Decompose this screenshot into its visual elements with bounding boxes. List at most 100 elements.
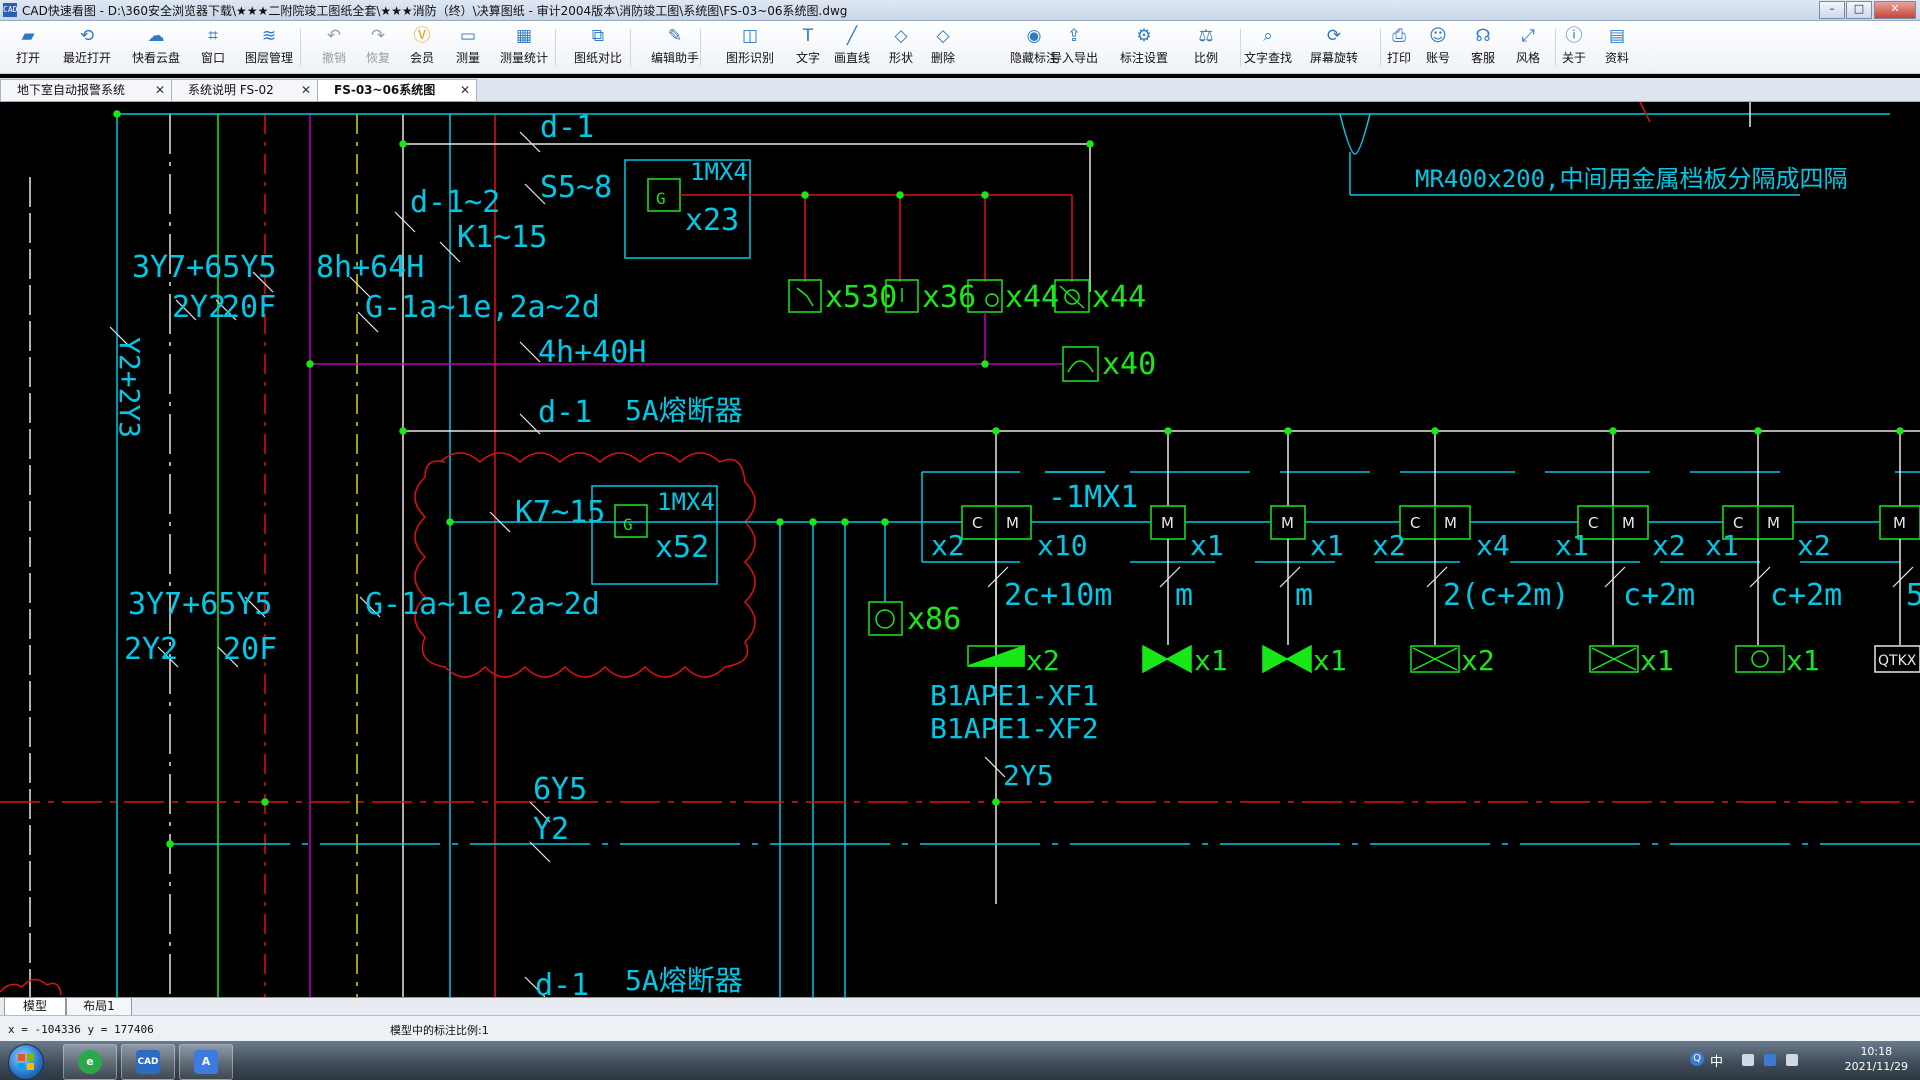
toolbar-redo-button[interactable]: ↷恢复: [358, 25, 398, 71]
c-letter: C: [1588, 514, 1598, 532]
toolbar-annot-settings-button[interactable]: ⚙标注设置: [1112, 25, 1176, 71]
device-symbol: [1751, 650, 1769, 668]
wire-label: c+2m: [1770, 578, 1842, 613]
toolbar-line-button[interactable]: ╱画直线: [827, 25, 877, 71]
m-letter: M: [1893, 514, 1906, 532]
volume-icon[interactable]: [1786, 1054, 1798, 1066]
count-label: x1: [1310, 529, 1344, 562]
tab-underground-alarm[interactable]: 地下室自动报警系统 ✕: [0, 79, 172, 101]
ime-language[interactable]: 中: [1710, 1055, 1724, 1070]
toolbar-recent-button[interactable]: ⟲最近打开: [55, 25, 119, 71]
smoke-detector: [868, 601, 903, 636]
toolbar-label: 窗口: [200, 51, 225, 65]
toolbar-import-export-button[interactable]: ⇪导入导出: [1042, 25, 1106, 71]
tab-system-diagram[interactable]: FS-03~06系统图 ✕: [317, 79, 477, 101]
toolbar-window-button[interactable]: ⌗ 窗口: [193, 25, 233, 71]
toolbar-account-button[interactable]: ☺账号: [1418, 25, 1458, 71]
toolbar-layers-button[interactable]: ≋图层管理: [237, 25, 301, 71]
toolbar-rotate-button[interactable]: ⟳屏幕旋转: [1302, 25, 1366, 71]
tab-close-icon[interactable]: ✕: [459, 83, 470, 97]
valve-device: [1589, 645, 1639, 673]
wire-label: m: [1295, 578, 1313, 613]
toolbar-measure-stats-button[interactable]: ▦测量统计: [492, 25, 556, 71]
junction-dots: [113, 110, 1904, 848]
tab-model[interactable]: 模型: [4, 998, 66, 1016]
toolbar-separator: [1555, 29, 1556, 67]
clock-date: 2021/11/29: [1844, 1060, 1908, 1073]
device-symbol: [985, 293, 999, 307]
tray-clock[interactable]: 10:18 2021/11/29: [1845, 1044, 1908, 1074]
toolbar-hide-annot-button[interactable]: ◉隐藏标注: [1002, 25, 1066, 71]
cable-label: 3Y7+65Y5: [128, 587, 273, 622]
start-button[interactable]: [8, 1044, 44, 1080]
materials-icon: ▤: [1608, 26, 1626, 46]
browser-icon: e: [78, 1050, 102, 1074]
toolbar-undo-button[interactable]: ↶撤销: [314, 25, 354, 71]
cable-label: Y2+2Y3: [113, 337, 146, 438]
tab-close-icon[interactable]: ✕: [300, 83, 311, 97]
count-label: x1: [1313, 644, 1347, 677]
cad-canvas[interactable]: d-1 S5~8 d-1~2 K1~15 1MX4 x23 3Y7+65Y5 2…: [0, 102, 1920, 997]
toolbar-erase-button[interactable]: ◇删除: [923, 25, 963, 71]
window-icon: ⌗: [208, 26, 218, 46]
monitor-module: [1150, 505, 1186, 540]
taskbar-app-a[interactable]: A: [179, 1044, 233, 1080]
tab-layout1[interactable]: 布局1: [66, 998, 132, 1016]
toolbar-separator: [700, 29, 701, 67]
toolbar-measure-button[interactable]: ▭测量: [448, 25, 488, 71]
tab-label: FS-03~06系统图: [334, 83, 436, 97]
count-label: x1: [1190, 529, 1224, 562]
security-icon[interactable]: [1764, 1054, 1776, 1066]
c-letter: C: [1733, 514, 1743, 532]
valve-device: [1735, 645, 1785, 673]
toolbar-shape-recog-button[interactable]: ◫图形识别: [718, 25, 782, 71]
device-symbol: [1591, 647, 1637, 671]
count-label: x86: [907, 602, 961, 637]
edit-assistant-icon: ✎: [667, 26, 683, 46]
toolbar-style-button[interactable]: ⤢风格: [1508, 25, 1548, 71]
toolbar-service-button[interactable]: ☊客服: [1463, 25, 1503, 71]
cable-label: 8h+64H: [316, 250, 424, 285]
device-symbol: [1067, 360, 1094, 373]
toolbar-shape-button[interactable]: ◇形状: [881, 25, 921, 71]
fuse-label: 5A熔断器: [625, 394, 743, 427]
c-letter: C: [972, 514, 982, 532]
text-search-icon: ⌕: [1263, 26, 1273, 46]
count-label: x52: [655, 530, 709, 565]
taskbar-cad-viewer[interactable]: CAD: [121, 1044, 175, 1080]
tab-system-notes[interactable]: 系统说明 FS-02 ✕: [171, 79, 318, 101]
annotation-settings-icon: ⚙: [1136, 26, 1152, 46]
maximize-button[interactable]: □: [1846, 1, 1872, 19]
cable-label: 3Y7+65Y5: [132, 250, 277, 285]
toolbar-edit-assist-button[interactable]: ✎编辑助手: [643, 25, 707, 71]
close-button[interactable]: ✕: [1874, 1, 1916, 19]
system-tray: Q 中 10:18 2021/11/29: [1680, 1041, 1920, 1080]
count-label: x530: [825, 280, 897, 315]
toolbar-open-button[interactable]: ▰打开: [8, 25, 48, 71]
qtkx-device: [1874, 645, 1920, 673]
toolbar-scale-button[interactable]: ⚖比例: [1186, 25, 1226, 71]
module-box: [591, 485, 718, 585]
m-letter: M: [1622, 514, 1635, 532]
toolbar-text-search-button[interactable]: ⌕ 文字查找: [1236, 25, 1300, 71]
tab-close-icon[interactable]: ✕: [154, 83, 165, 97]
toolbar-separator: [300, 29, 301, 67]
toolbar-print-button[interactable]: ⎙打印: [1379, 25, 1419, 71]
minimize-button[interactable]: –: [1819, 1, 1845, 19]
toolbar-compare-button[interactable]: ⧉图纸对比: [566, 25, 630, 71]
count-label: x4: [1476, 529, 1510, 562]
toolbar-label: 删除: [930, 51, 955, 65]
network-icon[interactable]: [1742, 1054, 1754, 1066]
taskbar-browser[interactable]: e: [63, 1044, 117, 1080]
toolbar-label: 文字: [795, 51, 820, 65]
ime-search-icon[interactable]: Q: [1690, 1052, 1704, 1066]
toolbar-label: 文字查找: [1243, 51, 1292, 65]
count-label: x1: [1786, 644, 1820, 677]
toolbar-material-button[interactable]: ▤资料: [1597, 25, 1637, 71]
toolbar-label: 恢复: [365, 51, 390, 65]
toolbar-cloud-button[interactable]: ☁快看云盘: [124, 25, 188, 71]
count-label: x1: [1555, 529, 1589, 562]
